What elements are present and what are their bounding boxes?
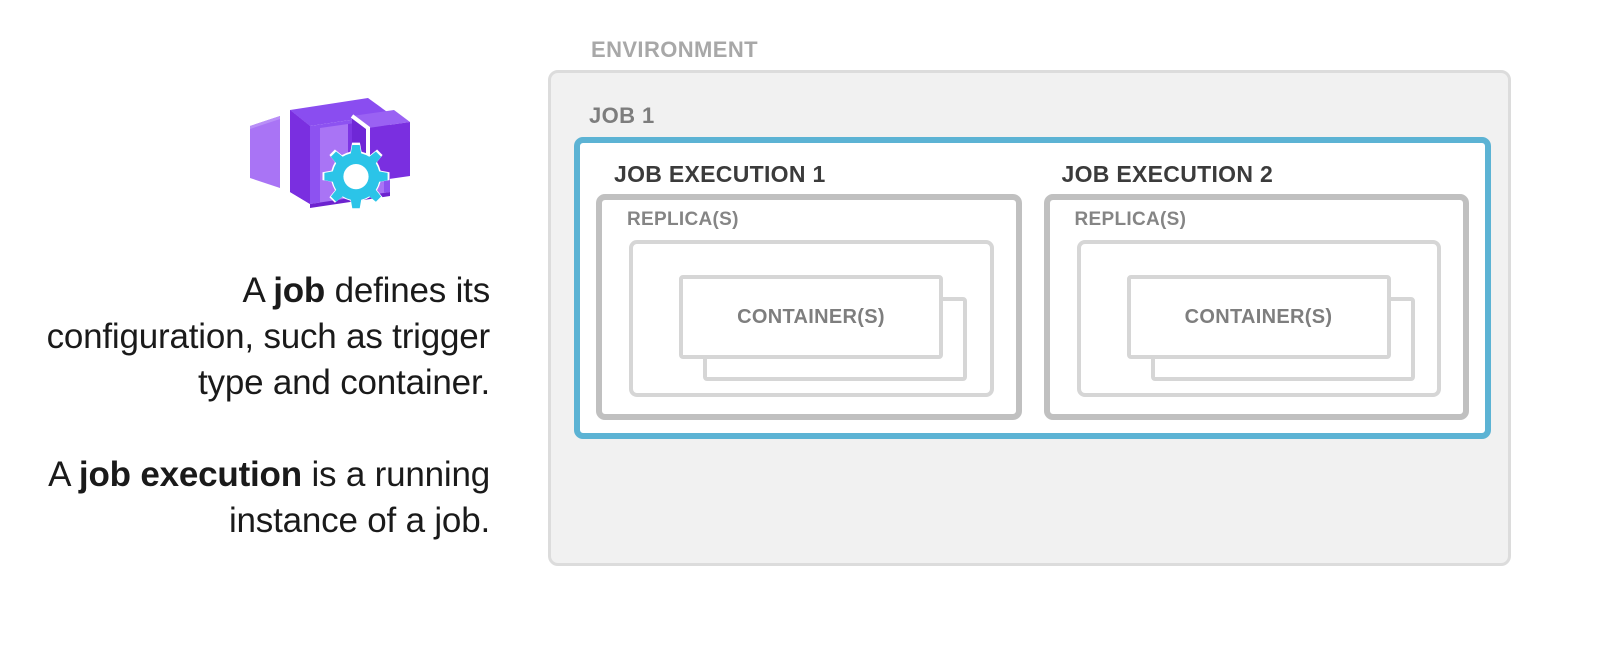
caption-job-execution-definition: A job execution is a running instance of… xyxy=(30,452,490,544)
container-label: CONTAINER(S) xyxy=(1184,305,1333,328)
container-label: CONTAINER(S) xyxy=(737,305,885,328)
caption-text: is a running instance of a job. xyxy=(228,455,490,540)
explanation-panel: A job defines its configuration, such as… xyxy=(0,0,500,646)
job-execution-1-label: JOB EXECUTION 1 xyxy=(614,161,826,187)
environment-box: JOB 1 JOB EXECUTION 1 REPLICA(S) CONTAIN… xyxy=(548,70,1511,566)
job-execution-2-column: JOB EXECUTION 2 REPLICA(S) CONTAINER(S) xyxy=(1043,157,1469,420)
replica-inner-box: CONTAINER(S) xyxy=(629,240,994,397)
job-execution-1-column: JOB EXECUTION 1 REPLICA(S) CONTAINER(S) xyxy=(596,157,1022,420)
job-execution-2-label: JOB EXECUTION 2 xyxy=(1061,161,1274,187)
job-execution-1-replica-box: REPLICA(S) CONTAINER(S) xyxy=(596,194,1022,420)
container-stack: CONTAINER(S) xyxy=(679,275,967,381)
container-card-front: CONTAINER(S) xyxy=(1126,275,1391,359)
caption-text: A xyxy=(48,455,79,494)
replica-inner-box: CONTAINER(S) xyxy=(1076,240,1441,397)
caption-job-definition: A job defines its configuration, such as… xyxy=(30,268,491,406)
caption-emphasis: job execution xyxy=(78,455,302,494)
job-execution-2-replica-box: REPLICA(S) CONTAINER(S) xyxy=(1043,194,1469,420)
environment-label: ENVIRONMENT xyxy=(591,37,758,62)
azure-container-apps-jobs-icon xyxy=(244,92,412,212)
replica-label: REPLICA(S) xyxy=(627,209,739,230)
container-stack: CONTAINER(S) xyxy=(1126,275,1415,381)
caption-text: A xyxy=(242,271,274,310)
caption-emphasis: job xyxy=(273,271,326,310)
job-box: JOB EXECUTION 1 REPLICA(S) CONTAINER(S) xyxy=(574,137,1491,439)
replica-label: REPLICA(S) xyxy=(1074,209,1187,230)
job-label: JOB 1 xyxy=(589,103,655,128)
caption-text: defines its configuration, such as trigg… xyxy=(46,271,491,402)
caption-block: A job defines its configuration, such as… xyxy=(30,268,491,544)
container-card-front: CONTAINER(S) xyxy=(679,275,943,359)
